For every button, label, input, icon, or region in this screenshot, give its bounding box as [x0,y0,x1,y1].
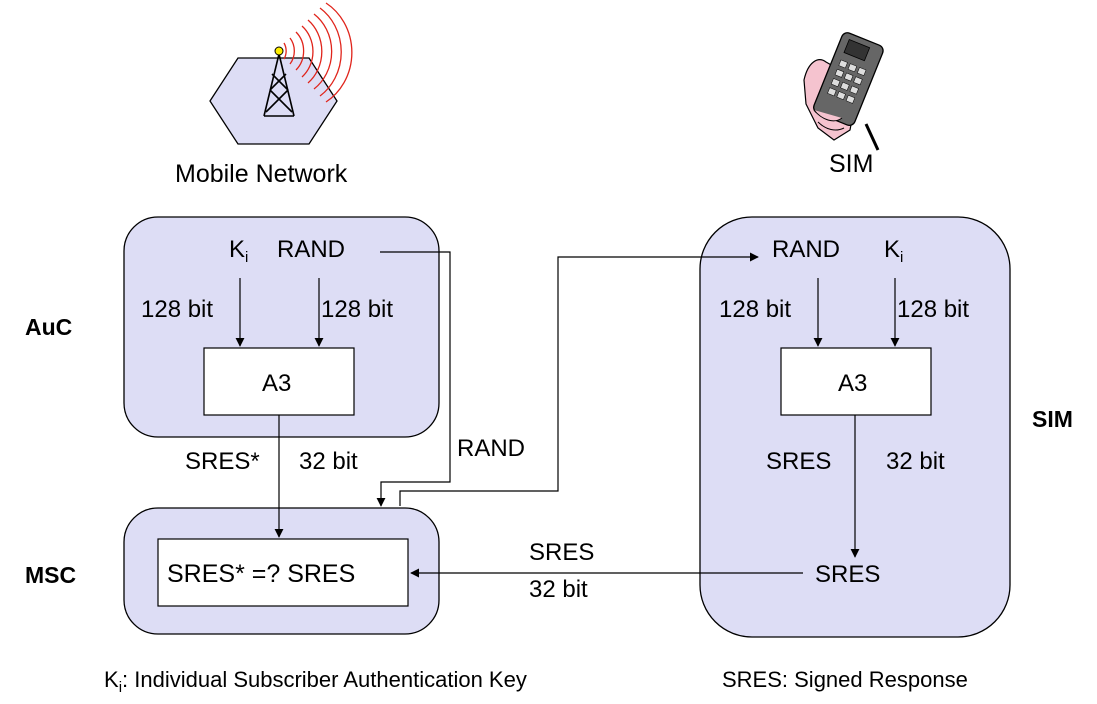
sim-side-label: SIM [1032,406,1073,432]
sim-bits-right-label: 128 bit [897,296,970,323]
hand-holding-phone-icon [803,32,884,151]
auc-bits-left-label: 128 bit [141,296,214,323]
auc-sres-bits-label: 32 bit [299,448,358,475]
auc-ki-label: Ki [229,236,249,266]
auc-box [123,216,440,438]
sim-bits-left-label: 128 bit [719,296,792,323]
msc-compare-block [157,538,409,607]
auc-bits-right-label: 128 bit [321,296,394,323]
sim-rand-label: RAND [772,236,841,263]
sim-sres-bits-label: 32 bit [886,448,945,475]
sim-sres-output-label: SRES [815,561,881,588]
auc-rand-label: RAND [277,236,346,263]
sres-link-bits-label: 32 bit [529,576,588,603]
sres-link-label: SRES [529,539,595,566]
rand-to-msc-arrow [376,251,451,507]
legend-sres-definition: SRES: Signed Response [722,667,968,692]
sim-a3-block [780,347,932,416]
auc-a3-block [203,347,355,416]
network-caption: Mobile Network [175,160,348,188]
auc-side-label: AuC [25,314,73,340]
legend-ki-definition: Ki: Individual Subscriber Authentication… [104,667,527,696]
antenna-tower-icon [209,2,353,145]
msc-side-label: MSC [25,562,77,588]
auc-a3-label: A3 [262,370,292,397]
sim-a3-label: A3 [838,370,868,397]
sim-sres-label: SRES [766,448,832,475]
auc-sres-star-label: SRES* [185,448,260,475]
msc-compare-label: SRES* =? SRES [167,560,356,588]
rand-link-label: RAND [457,435,526,462]
sim-caption: SIM [829,150,874,178]
rand-to-sim-arrow [399,252,759,506]
sim-ki-label: Ki [884,236,904,266]
